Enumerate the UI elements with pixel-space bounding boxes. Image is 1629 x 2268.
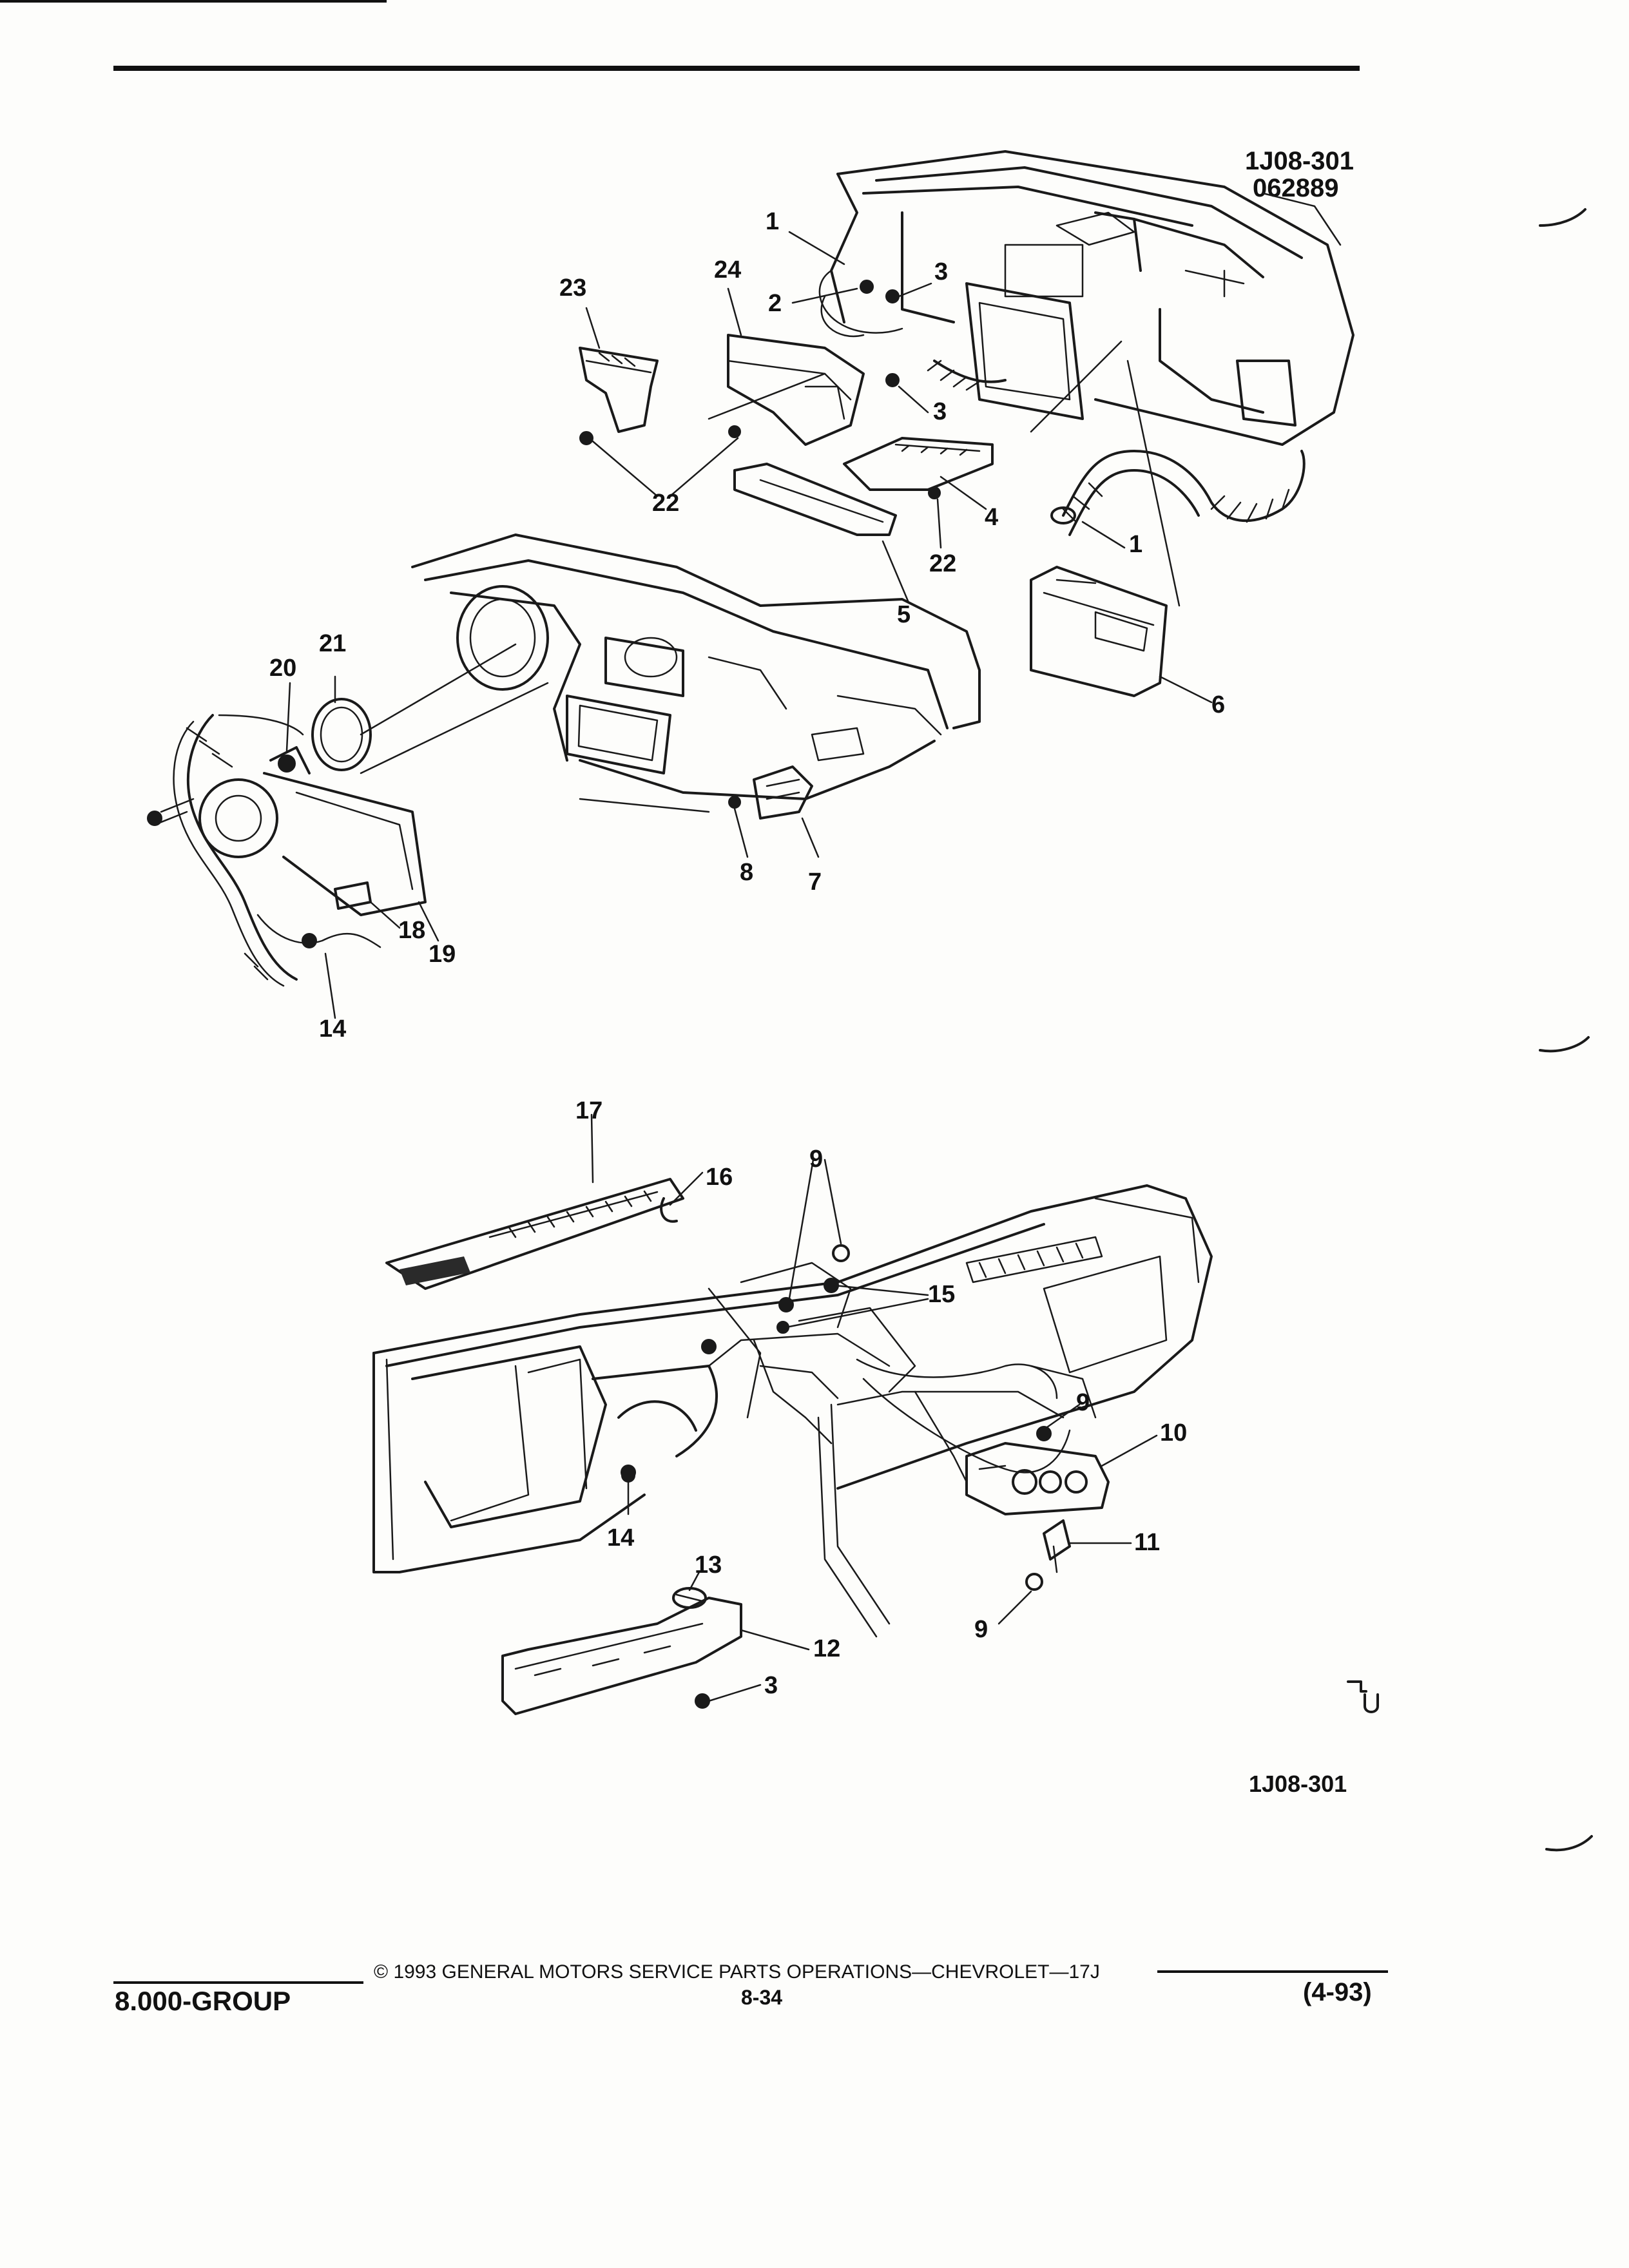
lower-panel-12-drawing: [501, 1587, 742, 1715]
callout-2: 2: [768, 290, 782, 317]
callout-1-upper: 1: [766, 208, 780, 235]
callout-17: 17: [575, 1097, 603, 1124]
duct-4-drawing: [843, 437, 994, 491]
callout-24: 24: [714, 256, 742, 284]
figure-code-bottom: 1J08-301: [1249, 1771, 1347, 1797]
figure-date-code: 062889: [1253, 174, 1339, 202]
duct-24-drawing: [727, 334, 865, 446]
figure-code-top: 1J08-301: [1245, 147, 1354, 175]
callout-15: 15: [928, 1281, 956, 1308]
callout-8: 8: [740, 859, 754, 886]
callout-1-hose: 1: [1129, 531, 1143, 558]
callout-12: 12: [813, 1635, 841, 1662]
callout-5: 5: [897, 601, 911, 628]
margin-mark-3: [1545, 1835, 1593, 1852]
footer-page-number: 8-34: [741, 1986, 783, 2009]
screw-14-lower: [621, 1465, 636, 1480]
callout-10: 10: [1160, 1419, 1188, 1446]
hvac-module-drawing: [818, 150, 1354, 446]
callout-19: 19: [429, 941, 456, 968]
instrument-panel-pad-drawing: [372, 1178, 1213, 1638]
publisher-logo-icon: [1347, 1680, 1379, 1713]
screws-upper: [579, 280, 941, 499]
callout-18: 18: [398, 917, 426, 944]
bracket-11-drawing: [1043, 1519, 1071, 1573]
callout-3-upper: 3: [934, 258, 949, 285]
instrument-panel-carrier-drawing: [360, 340, 1181, 813]
margin-mark-2: [1539, 1036, 1590, 1053]
callout-4: 4: [985, 504, 999, 531]
callout-6: 6: [1211, 691, 1226, 718]
callout-3-mid: 3: [933, 398, 947, 425]
ring-21-drawing: [311, 698, 372, 771]
callout-9-control: 9: [1076, 1389, 1090, 1416]
footer-group: 8.000-GROUP: [115, 1986, 291, 2016]
bar-5-drawing: [733, 463, 897, 536]
callout-14-upper: 14: [319, 1015, 347, 1043]
switch-7-drawing: [728, 765, 813, 820]
callout-14-lower: 14: [607, 1524, 635, 1552]
callout-11: 11: [1134, 1529, 1161, 1556]
footer-rule-right: [1157, 1970, 1388, 1973]
footer-revision: (4-93): [1303, 1978, 1372, 2006]
callout-22-left: 22: [652, 490, 680, 517]
callout-13: 13: [695, 1552, 722, 1579]
callout-21: 21: [319, 630, 347, 657]
footer-copyright: © 1993 GENERAL MOTORS SERVICE PARTS OPER…: [374, 1961, 1100, 1983]
footer-rule-left: [113, 1981, 363, 1984]
callout-9-bottom: 9: [974, 1616, 988, 1643]
callout-23: 23: [559, 274, 587, 302]
callout-9-top: 9: [809, 1146, 824, 1173]
header-rule: [113, 66, 1360, 71]
callout-22-right: 22: [929, 550, 957, 577]
top-edge-rule: [0, 0, 387, 3]
duct-23-drawing: [579, 347, 659, 433]
panel-6-drawing: [1030, 566, 1168, 697]
callout-20: 20: [269, 655, 297, 682]
steering-column-drawing: [147, 714, 427, 987]
callout-7: 7: [808, 869, 822, 896]
hose-assembly-drawing: [1050, 450, 1306, 536]
control-head-10-drawing: [965, 1442, 1110, 1515]
callout-16: 16: [706, 1164, 733, 1191]
callout-leaders: [285, 231, 1213, 1702]
callout-3-lower: 3: [764, 1672, 778, 1699]
margin-mark-1: [1539, 208, 1586, 227]
